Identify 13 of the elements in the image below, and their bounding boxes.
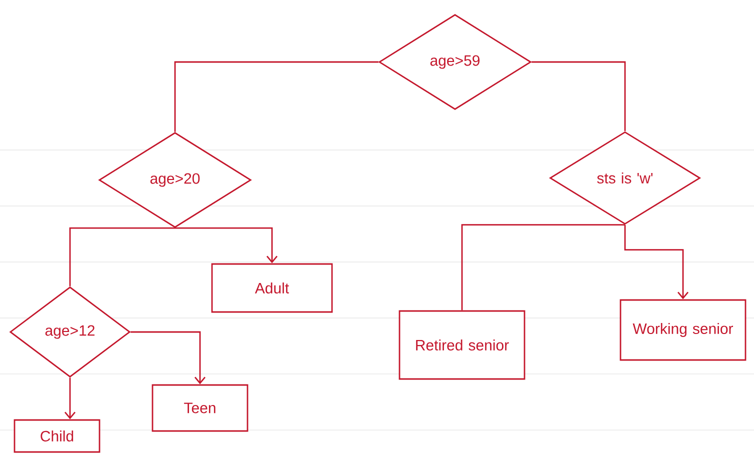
- connector: [624, 224, 689, 300]
- result-box: Working senior: [620, 299, 746, 361]
- result-box: Child: [14, 419, 100, 453]
- connector: [532, 61, 626, 132]
- connector: [461, 224, 625, 310]
- result-box: Retired senior: [398, 310, 526, 380]
- result-box: Adult: [211, 263, 333, 313]
- connector: [64, 378, 76, 420]
- connector: [69, 227, 175, 286]
- connector: [175, 227, 278, 264]
- result-box: Teen: [152, 384, 248, 432]
- connector: [130, 331, 206, 384]
- connector: [174, 61, 378, 132]
